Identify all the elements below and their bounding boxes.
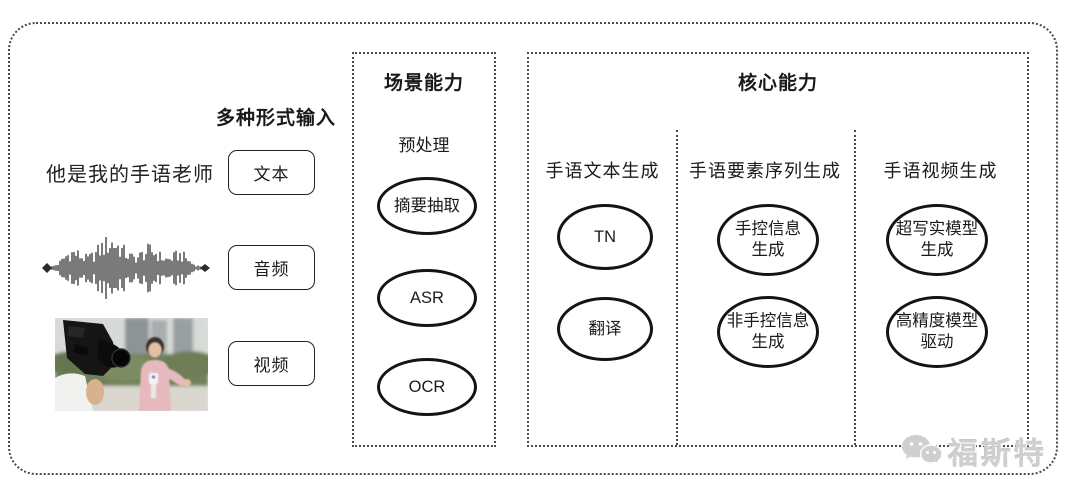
core-node-precision-drive: 高精度模型 驱动 bbox=[886, 296, 988, 368]
input-type-label: 音频 bbox=[253, 260, 290, 279]
core-node-translate: 翻译 bbox=[557, 297, 653, 361]
column-title-text-generation: 手语文本生成 bbox=[545, 161, 660, 181]
scene-node-summary: 摘要抽取 bbox=[377, 177, 477, 235]
column-title-video-generation: 手语视频生成 bbox=[883, 161, 998, 181]
reporter-photo bbox=[55, 318, 208, 411]
photo-photographer bbox=[55, 320, 131, 411]
core-node-manual-info: 手控信息 生成 bbox=[717, 204, 819, 276]
scene-node-ocr: OCR bbox=[377, 358, 477, 416]
outer-dotted-border bbox=[8, 22, 1058, 475]
column-divider bbox=[854, 130, 856, 445]
scene-title: 场景能力 bbox=[383, 73, 464, 94]
input-type-box-video: 视频 bbox=[228, 341, 315, 386]
input-type-label: 视频 bbox=[253, 356, 290, 375]
core-title: 核心能力 bbox=[737, 73, 818, 94]
core-node-tn: TN bbox=[557, 204, 653, 270]
scene-capability-box: 场景能力 预处理 摘要抽取 ASR OCR bbox=[352, 52, 496, 447]
core-node-hyperreal-model: 超写实模型 生成 bbox=[886, 204, 988, 276]
core-node-nonmanual-info: 非手控信息 生成 bbox=[717, 296, 819, 368]
input-heading: 多种形式输入 bbox=[216, 108, 337, 129]
preprocess-label: 预处理 bbox=[398, 136, 450, 155]
core-capability-box: 核心能力 手语文本生成 TN 翻译 手语要素序列生成 手控信息 生成 非手控信息… bbox=[527, 52, 1029, 447]
column-title-element-sequence: 手语要素序列生成 bbox=[689, 161, 841, 181]
input-sample-sentence: 他是我的手语老师 bbox=[46, 164, 214, 186]
input-type-box-audio: 音频 bbox=[228, 245, 315, 290]
photo-reporter bbox=[139, 337, 191, 411]
scene-node-asr: ASR bbox=[377, 269, 477, 327]
input-type-box-text: 文本 bbox=[228, 150, 315, 195]
input-type-label: 文本 bbox=[253, 165, 290, 184]
audio-waveform bbox=[42, 237, 210, 299]
column-divider bbox=[676, 130, 678, 445]
